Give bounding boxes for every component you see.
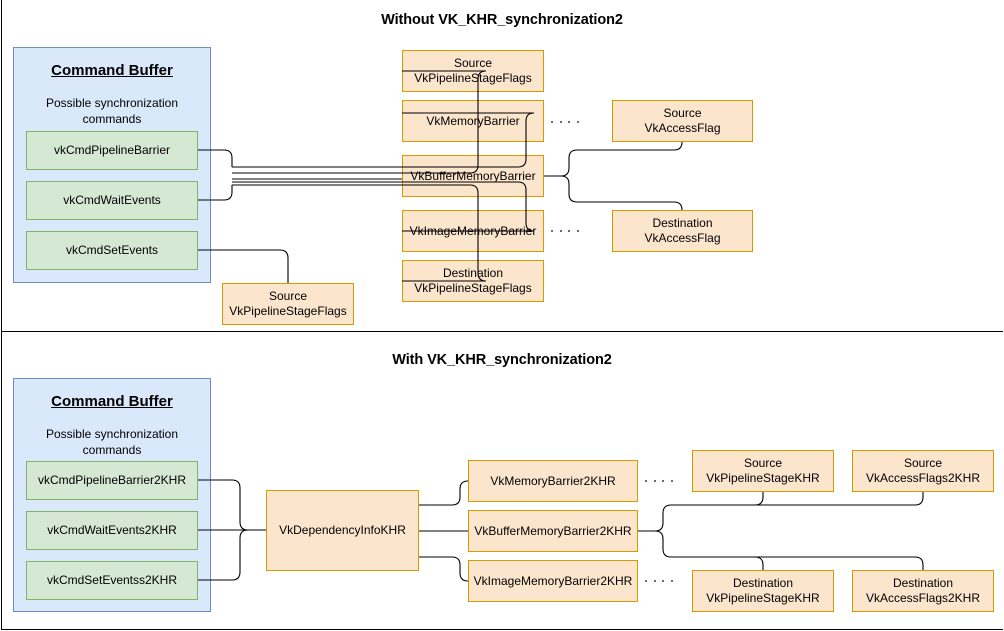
wire-setevents-to-eventstage (198, 249, 289, 283)
access-label: Source VkAccessFlag (644, 106, 721, 135)
frame-bottom (1, 629, 1003, 631)
wire-depinfo-to-imagebarrier2khr (419, 556, 469, 582)
command-vkcmdwaitevents2khr[interactable]: vkCmdWaitEvents2KHR (26, 511, 198, 550)
detail-source-vkaccessflags2khr[interactable]: Source VkAccessFlags2KHR (852, 450, 994, 492)
barrier-vkbuffermemorybarrier2khr[interactable]: VkBufferMemoryBarrier2KHR (468, 510, 638, 552)
wire-bufferbarrier2khr-split-up (638, 492, 764, 532)
wire-bufferbarrier2khr-split-down (638, 530, 764, 570)
barrier-vkimagememorybarrier2khr[interactable]: VkImageMemoryBarrier2KHR (468, 560, 638, 602)
dots-vkmemorybarrier (551, 120, 579, 124)
wire-depinfo-to-memorybarrier2khr (419, 480, 469, 506)
detail-destination-vkaccessflags2khr[interactable]: Destination VkAccessFlags2KHR (852, 570, 994, 612)
access-label: Destination VkAccessFlag (644, 216, 721, 245)
panel-title-without: Without VK_KHR_synchronization2 (381, 12, 623, 28)
barrier-destination-vkpipelinestageflags[interactable]: Destination VkPipelineStageFlags (402, 260, 544, 302)
detail-destination-vkpipelinestagekhr[interactable]: Destination VkPipelineStageKHR (692, 570, 834, 612)
barrier-label: VkImageMemoryBarrier (409, 223, 537, 238)
event-stage-label: Source VkPipelineStageFlags (229, 289, 347, 318)
detail-label: Source VkPipelineStageKHR (706, 456, 820, 485)
frame-left-bottom (1, 332, 3, 630)
command-buffer-title: Command Buffer (51, 62, 173, 79)
detail-label: Source VkAccessFlags2KHR (865, 456, 981, 485)
barrier-label: Destination VkPipelineStageFlags (414, 266, 532, 295)
access-destination-vkaccessflag[interactable]: Destination VkAccessFlag (612, 210, 753, 252)
command-vkcmdwaitevents[interactable]: vkCmdWaitEvents (26, 181, 198, 220)
command-vkcmdpipelinebarrier[interactable]: vkCmdPipelineBarrier (26, 131, 198, 170)
barrier-source-vkpipelinestageflags[interactable]: Source VkPipelineStageFlags (402, 50, 544, 92)
wire-bufferbarrier2khr-down-to-accessflags (671, 556, 924, 570)
dots-vkmemorybarrier2khr (645, 479, 673, 483)
detail-source-vkpipelinestagekhr[interactable]: Source VkPipelineStageKHR (692, 450, 834, 492)
frame-divider (1, 331, 1003, 333)
dots-vkimagememorybarrier (551, 229, 579, 233)
command-buffer-subtitle: Possible synchronization commands (45, 427, 179, 457)
command-vkcmdpipelinebarrier2khr[interactable]: vkCmdPipelineBarrier2KHR (26, 461, 198, 500)
wire-bufferbarrier2khr-up-to-accessflags (671, 492, 924, 506)
command-buffer-subtitle: Possible synchronization commands (45, 96, 179, 126)
barrier-label: Source VkPipelineStageFlags (414, 56, 532, 85)
detail-label: Destination VkPipelineStageKHR (706, 576, 820, 605)
barrier-vkbuffermemorybarrier[interactable]: VkBufferMemoryBarrier (402, 155, 544, 197)
event-source-vkpipelinestageflags[interactable]: Source VkPipelineStageFlags (222, 283, 354, 325)
detail-label: Destination VkAccessFlags2KHR (865, 576, 981, 605)
wire-bufferbarrier-split-up (544, 141, 683, 177)
barrier-vkimagememorybarrier[interactable]: VkImageMemoryBarrier (402, 210, 544, 252)
barrier-label: VkMemoryBarrier (426, 113, 520, 128)
dependency-info-khr[interactable]: VkDependencyInfoKHR (266, 490, 419, 571)
panel-title-with: With VK_KHR_synchronization2 (392, 352, 612, 368)
dots-vkimagememorybarrier2khr (645, 579, 673, 583)
frame-left-top (1, 0, 3, 333)
command-vkcmdseteventss2khr[interactable]: vkCmdSetEventss2KHR (26, 561, 198, 600)
command-vkcmdsetevents[interactable]: vkCmdSetEvents (26, 231, 198, 270)
barrier-vkmemorybarrier[interactable]: VkMemoryBarrier (402, 100, 544, 142)
command-buffer-title: Command Buffer (51, 393, 173, 410)
barrier-label: VkBufferMemoryBarrier (410, 168, 536, 183)
barrier-vkmemorybarrier2khr[interactable]: VkMemoryBarrier2KHR (468, 460, 638, 502)
wire-bufferbarrier-split-down (544, 175, 683, 211)
access-source-vkaccessflag[interactable]: Source VkAccessFlag (612, 100, 753, 142)
